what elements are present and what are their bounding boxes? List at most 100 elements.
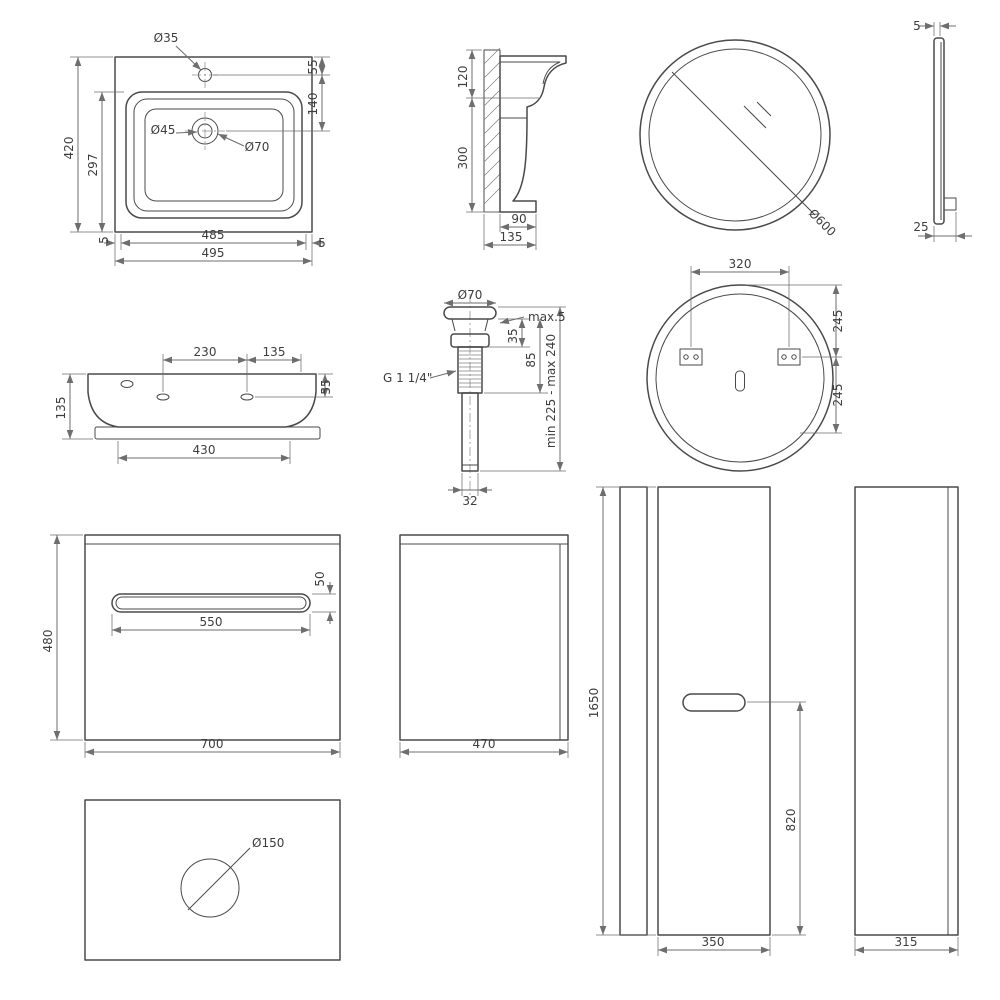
cap-stem-left [451,318,456,332]
bracket-screw [693,354,699,360]
cap-stem-right [484,318,489,332]
label-drain-offset: 140 [306,93,320,116]
view-column-side: 315 [854,486,959,956]
label-vanity-width: 700 [201,737,224,751]
view-mirror-rear: 320 245 245 [646,257,845,472]
label-overall-width: 495 [202,246,225,260]
label-glass-thickness: 5 [913,19,921,33]
mirror-inner-circle [648,48,822,222]
view-vanity-front: 480 50 550 700 [41,534,341,758]
mirror-rear-inner [655,293,825,463]
label-left-gap: 5 [97,236,111,244]
reflection-tick-1 [743,105,767,129]
handle-recess-inner [115,596,307,610]
view-sink-section: 120 300 90 135 [456,47,567,250]
view-mirror-side: 5 25 [913,19,972,242]
label-basin-depth: 297 [86,154,100,177]
sink-profile-inner [500,61,561,85]
wall-hatch [483,47,501,205]
sink-top-dimensions [70,45,330,266]
overflow-hole [120,380,134,388]
label-cap-gap: max.5 [528,310,566,324]
label-sink-depth: 420 [62,137,76,160]
label-faucet-offset: 55 [306,59,320,74]
label-mirror-depth: 25 [913,220,928,234]
label-mount-width: 430 [193,443,216,457]
panel-outline [84,799,341,961]
cutout-hole [180,858,240,918]
bracket-screw [781,354,787,360]
label-body-height: 300 [456,147,470,170]
view-vanity-side: 470 [399,534,569,758]
label-faucet-diameter: Ø35 [154,31,179,45]
drain-cap [443,306,497,320]
column-front-dimensions [596,486,806,956]
mirror-side-panel [933,37,945,225]
sink-outline [114,56,313,233]
vanity-front-dimensions [50,534,341,758]
column-side-outline [854,486,959,936]
sink-front-dimensions [62,354,333,464]
label-column-depth: 315 [895,935,918,949]
sink-section-dimensions [466,49,540,250]
cutout-diameter-line [187,847,251,911]
view-countertop-panel: Ø150 [84,799,341,961]
view-sink-front: 230 135 55 135 430 [54,345,333,464]
label-handle-width: 550 [200,615,223,629]
column-front-outline [657,486,771,936]
basin-rim [125,91,303,219]
sink-profile [499,55,567,213]
label-pipe-diameter: 32 [462,494,477,508]
thread-hatch [458,350,482,388]
hanger-bracket-left [679,348,703,366]
mount-bracket [943,197,957,211]
label-hole-spacing: 230 [194,345,217,359]
label-foot-depth: 90 [511,212,526,226]
mirror-rear-dimensions [690,266,842,434]
label-cap-diameter: Ø70 [458,288,483,302]
label-column-width: 350 [702,935,725,949]
hanger-bracket-right [777,348,801,366]
label-right-gap: 5 [318,236,326,250]
label-thread-size: G 1 1/4" [383,371,432,385]
label-drain-inner-diameter: Ø45 [151,123,176,137]
label-column-height: 1650 [587,688,601,719]
vanity-front-outline [84,534,341,741]
label-vanity-height: 480 [41,630,55,653]
view-sink-top: Ø35 Ø45 Ø70 420 297 55 140 5 485 5 495 [62,31,330,266]
label-flange-height: 35 [506,328,520,343]
column-handle-recess [682,693,746,712]
vanity-side-dimensions [399,742,569,758]
diameter-line [671,71,816,216]
view-drain: Ø70 max.5 35 85 G 1 1/4" min 225 - max 2… [383,288,566,508]
label-vanity-depth: 470 [473,737,496,751]
vanity-side-outline [399,534,569,741]
bracket-screw [683,354,689,360]
label-length-range: min 225 - max 240 [544,334,558,448]
fixing-hole-left [156,393,170,401]
sink-front-ledge [94,426,321,440]
fixing-hole-right [240,393,254,401]
view-column-front: 1650 820 350 [587,486,806,956]
drain-tailpipe [461,392,479,472]
label-cutout-diameter: Ø150 [252,836,284,850]
label-hole-edge-offset: 135 [263,345,286,359]
column-side-dimensions [854,937,959,956]
basin-bottom [144,108,284,202]
mirror-outer-circle [639,39,831,231]
label-hole-height: 55 [319,379,333,394]
label-drain-outer-diameter: Ø70 [245,140,270,154]
cable-slot [735,370,745,392]
label-front-height: 135 [54,397,68,420]
handle-recess-outer [111,593,311,613]
label-handle-to-floor: 820 [784,809,798,832]
label-rim-height: 120 [456,66,470,89]
label-bracket-offset-bottom: 245 [831,384,845,407]
reflection-tick-2 [756,101,772,117]
label-bracket-offset-top: 245 [831,310,845,333]
label-handle-height: 50 [313,571,327,586]
label-bracket-spacing: 320 [729,257,752,271]
bracket-screw [791,354,797,360]
